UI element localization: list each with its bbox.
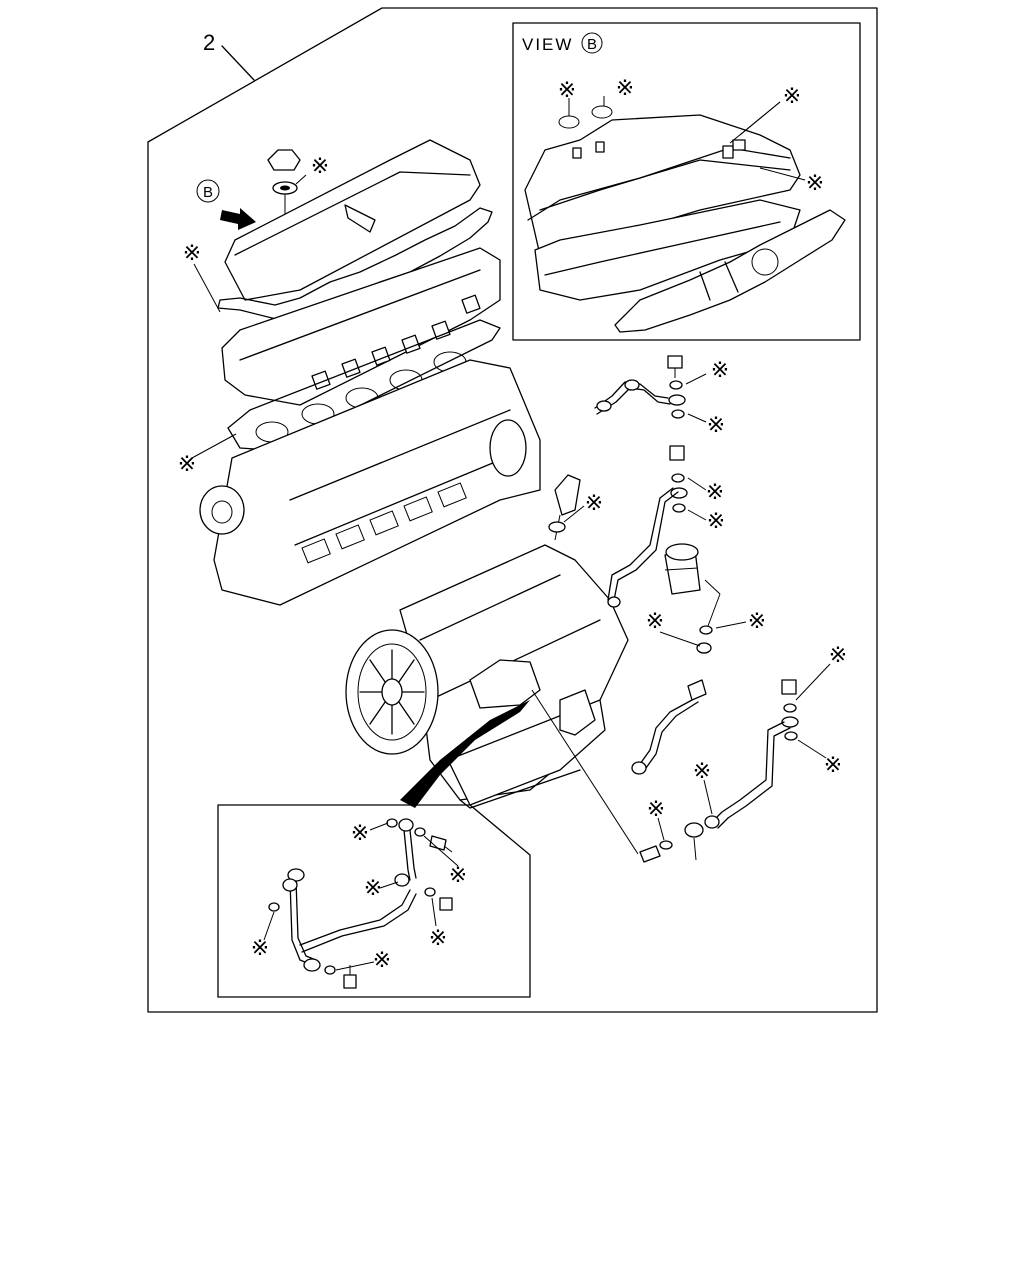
callout-marks: ※ ※ ※ ※ ※ ※ ※ ※ ※ ※ ※ ※ ※ ※ ※ ※ ※ ※ ※ ※ … <box>178 75 847 972</box>
callout-mark: ※ <box>748 608 766 633</box>
callout-mark: ※ <box>707 412 725 437</box>
callout-mark: ※ <box>178 451 196 476</box>
pipe-assemblies <box>531 355 799 863</box>
callout-mark: ※ <box>585 490 603 515</box>
callout-mark: ※ <box>558 77 576 102</box>
engine-lower-assembly <box>345 474 629 809</box>
callout-mark: ※ <box>616 75 634 100</box>
view-b-marker: B <box>587 36 597 53</box>
callout-mark: ※ <box>711 357 729 382</box>
callout-mark: ※ <box>646 608 664 633</box>
view-b-label: VIEW <box>522 35 573 54</box>
engine-upper-assembly <box>199 139 541 606</box>
view-b-arrow: B <box>196 179 256 230</box>
callout-leaders <box>191 174 831 971</box>
callout-mark: ※ <box>783 83 801 108</box>
kit-frame <box>147 7 878 1013</box>
callout-mark: ※ <box>373 947 391 972</box>
callout-mark: ※ <box>707 508 725 533</box>
callout-mark: ※ <box>806 170 824 195</box>
callout-mark: ※ <box>824 752 842 777</box>
detail-inset <box>217 804 531 998</box>
kit-number-label: 2 <box>203 30 215 55</box>
callout-mark: ※ <box>251 935 269 960</box>
callout-mark: ※ <box>706 479 724 504</box>
callout-mark: ※ <box>693 758 711 783</box>
callout-mark: ※ <box>449 862 467 887</box>
kit-number-leader <box>221 45 255 81</box>
callout-mark: ※ <box>364 875 382 900</box>
callout-mark: ※ <box>351 820 369 845</box>
callout-mark: ※ <box>183 240 201 265</box>
callout-mark: ※ <box>311 153 329 178</box>
callout-mark: ※ <box>429 925 447 950</box>
callout-mark: ※ <box>829 642 847 667</box>
arrow-marker-label: B <box>203 184 213 201</box>
callout-mark: ※ <box>647 796 665 821</box>
view-b-inset: VIEW B <box>512 22 861 341</box>
